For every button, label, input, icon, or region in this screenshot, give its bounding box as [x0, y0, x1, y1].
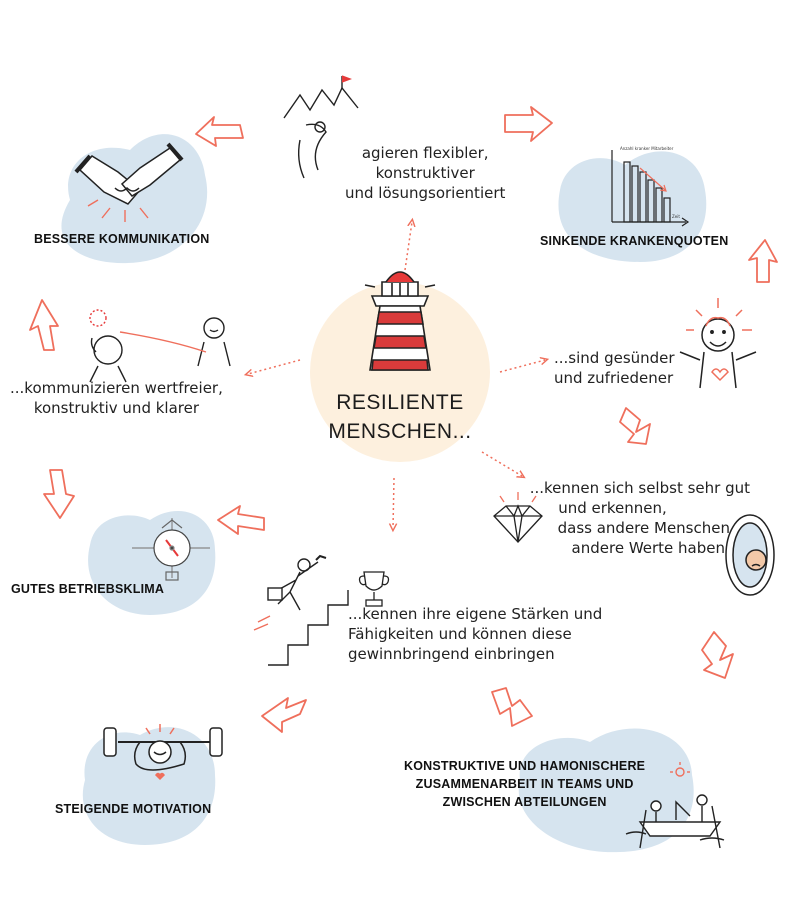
statement-flexibel: agieren flexibler, konstruktiver und lös…	[345, 144, 506, 202]
happy-person-icon	[679, 298, 757, 389]
connector-top	[404, 222, 412, 271]
talking-people-icon	[89, 309, 231, 383]
connector-left	[248, 359, 301, 374]
chart-icon-axis: Zeit	[672, 214, 680, 219]
weightlifter-icon	[103, 724, 223, 781]
trophy-icon	[358, 571, 390, 607]
outcome-motivation: STEIGENDE MOTIVATION	[55, 802, 212, 816]
outcome-betriebsklima: GUTES BETRIEBSKLIMA	[11, 582, 165, 596]
declining-bar-chart-icon	[611, 150, 690, 227]
outcome-kommunikation: BESSERE KOMMUNIKATION	[34, 232, 210, 246]
statement-gesuender: ...sind gesünder und zufriedener	[554, 349, 675, 387]
arrow-up-right	[748, 239, 778, 283]
connector-right	[499, 360, 545, 373]
blob-motivation	[82, 727, 216, 845]
statement-staerken: ...kennen ihre eigene Stärken und Fähigk…	[348, 605, 603, 663]
arrow-to-kommunikation	[195, 116, 244, 147]
center-title: RESILIENTE MENSCHEN...	[300, 388, 500, 446]
arrow-to-krankenquoten	[504, 106, 553, 142]
outcome-krankenquoten: SINKENDE KRANKENQUOTEN	[540, 234, 729, 248]
handshake-icon	[74, 142, 184, 222]
compass-icon	[132, 518, 210, 581]
center-title-line2: MENSCHEN...	[328, 420, 472, 443]
connector-lowright	[481, 451, 522, 476]
chart-icon-title: Anzahl kranker Mitarbeiter	[620, 146, 674, 151]
arrow-to-motivation	[261, 697, 307, 733]
center-title-line1: RESILIENTE	[336, 391, 464, 414]
stair-climber-icon	[253, 554, 349, 666]
lighthouse-icon	[364, 271, 436, 371]
arrow-left-up	[29, 299, 59, 351]
rowing-boat-icon	[625, 762, 725, 849]
arrow-left-down	[43, 469, 75, 519]
center-circle	[310, 282, 490, 462]
diamond-icon	[493, 492, 543, 543]
blob-zusammenarbeit	[518, 728, 694, 853]
blob-betriebsklima	[88, 511, 216, 615]
arrow-to-betriebsklima	[217, 505, 265, 535]
connector-bottom	[393, 477, 394, 528]
arrow-down-right	[619, 407, 651, 445]
mountain-climber-icon	[283, 75, 359, 179]
outcome-zusammenarbeit: KONSTRUKTIVE UND HAMONISCHERE ZUSAMMENAR…	[404, 759, 646, 809]
arrow-down-right2	[701, 631, 734, 679]
arrow-to-zusammenarbeit	[491, 687, 533, 727]
mirror-icon	[725, 514, 775, 596]
statement-kennen-selbst: ...kennen sich selbst sehr gut und erken…	[529, 479, 750, 557]
statement-kommunizieren: ...kommunizieren wertfreier, konstruktiv…	[10, 379, 223, 417]
